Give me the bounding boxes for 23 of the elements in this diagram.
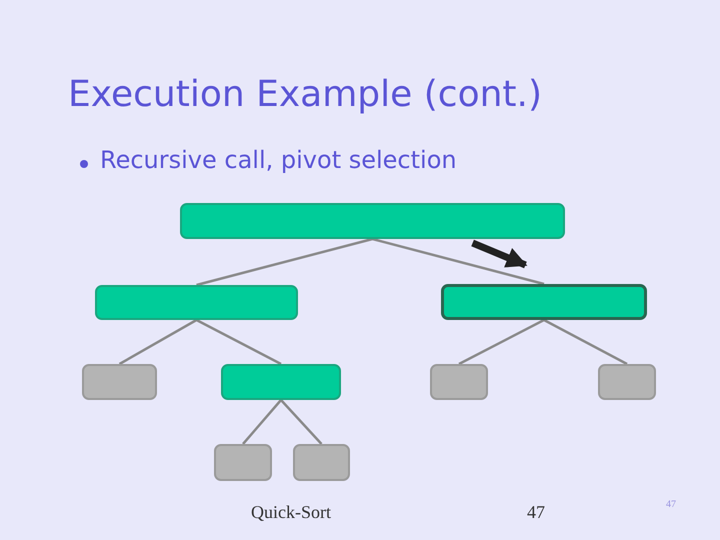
tree-line [196,238,373,286]
tree-line [242,399,282,445]
empty-box [598,364,656,400]
page-number: 47 [666,499,676,510]
bullet-text: Recursive call, pivot selection [100,146,457,174]
empty-box [95,285,298,320]
tree-line [372,238,544,286]
tree-line [118,318,198,366]
tree-line [458,318,545,366]
footer-text: Quick-Sort [251,502,331,523]
empty-box [82,364,157,400]
empty-box [221,364,341,400]
arrow [471,240,528,268]
empty-box [430,364,488,400]
empty-box [293,444,350,481]
tree-line [196,318,282,366]
slide-title: Execution Example (cont.) [68,74,542,115]
empty-box [180,203,565,239]
tree-line [543,318,628,366]
page-number: 47 [527,502,545,523]
tree-line [280,399,322,445]
empty-box [214,444,272,481]
empty-box [441,284,647,320]
